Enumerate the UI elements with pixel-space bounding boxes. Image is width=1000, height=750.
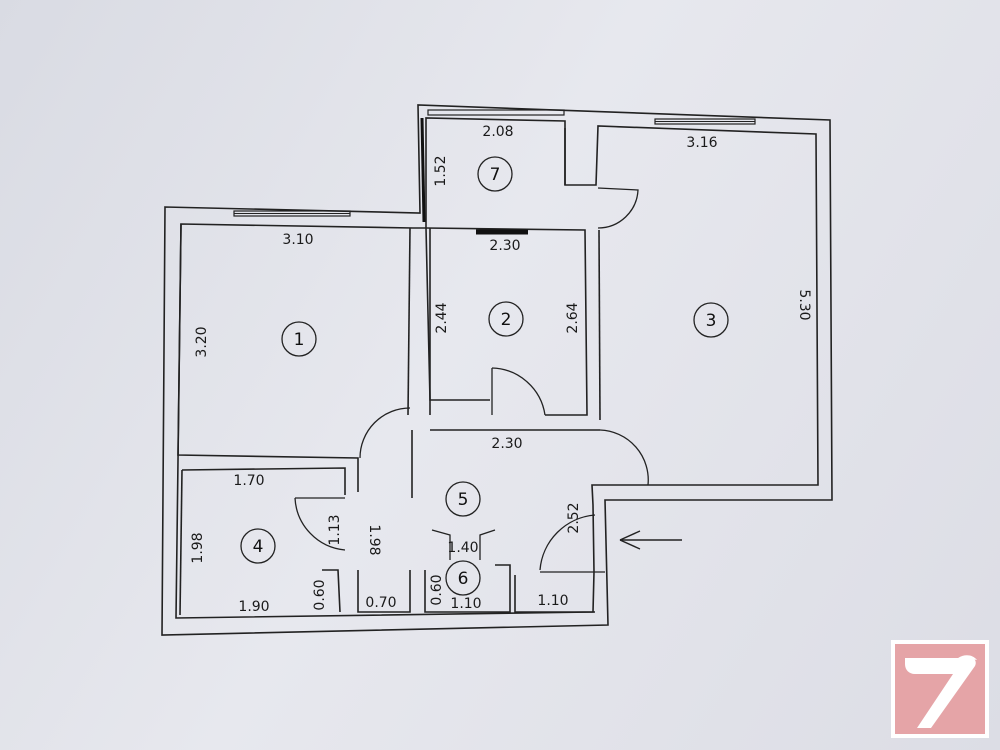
brand-logo	[891, 640, 989, 738]
dim-room1-width: 3.10	[282, 232, 313, 248]
room-1-marker: 1	[281, 321, 317, 357]
room-2-number: 2	[501, 310, 512, 330]
room-1-number: 1	[294, 330, 305, 350]
dim-bath-small: 0.60	[429, 574, 445, 605]
door-swings	[294, 187, 649, 573]
room-6-marker: 6	[445, 560, 481, 596]
dim-room7-width: 2.08	[482, 124, 513, 140]
dim-bath-bottom: 1.10	[450, 596, 481, 612]
outer-walls	[161, 104, 833, 636]
dim-hall-door: 1.13	[327, 514, 343, 545]
dim-room2-left: 2.44	[434, 302, 450, 333]
dimension-labels: 3.10 3.20 2.30 2.44 2.64 3.16 5.30 2.08 …	[190, 124, 812, 615]
room-3-number: 3	[706, 311, 717, 331]
dim-room4-left: 1.98	[190, 532, 206, 563]
dim-hall-bottom-a: 0.70	[365, 595, 396, 611]
room-5-marker: 5	[445, 481, 481, 517]
windows	[233, 109, 756, 223]
dim-bath-top: 1.40	[447, 540, 478, 556]
entry-arrow-icon	[619, 530, 682, 550]
room-5-number: 5	[458, 490, 469, 510]
dim-room7-height: 1.52	[433, 155, 449, 186]
dim-hall-top: 2.30	[491, 436, 522, 452]
dim-room4-bottom: 1.90	[238, 599, 269, 615]
logo-mark	[905, 658, 976, 728]
room-7-number: 7	[490, 165, 501, 185]
room-4-number: 4	[253, 537, 264, 557]
dim-room4-top: 1.70	[233, 473, 264, 489]
dim-room2-width: 2.30	[489, 238, 520, 254]
dim-hall-bottom-b: 1.10	[537, 593, 568, 609]
room-3-marker: 3	[693, 302, 729, 338]
room-2-marker: 2	[488, 301, 524, 337]
dim-room3-width: 3.16	[686, 135, 717, 151]
dim-room2-right: 2.64	[565, 302, 581, 333]
dim-hall-left: 1.98	[366, 524, 382, 555]
room-6-number: 6	[458, 569, 469, 589]
room-7-marker: 7	[477, 156, 513, 192]
room-4-marker: 4	[240, 528, 276, 564]
interior-walls	[177, 128, 601, 616]
dim-room1-height: 3.20	[194, 326, 210, 357]
dim-room3-height: 5.30	[796, 289, 812, 320]
dim-entry-depth: 2.52	[566, 502, 582, 533]
dim-room4-small: 0.60	[312, 579, 328, 610]
room-labels: 1 2 3 4 5 6 7	[240, 156, 729, 596]
